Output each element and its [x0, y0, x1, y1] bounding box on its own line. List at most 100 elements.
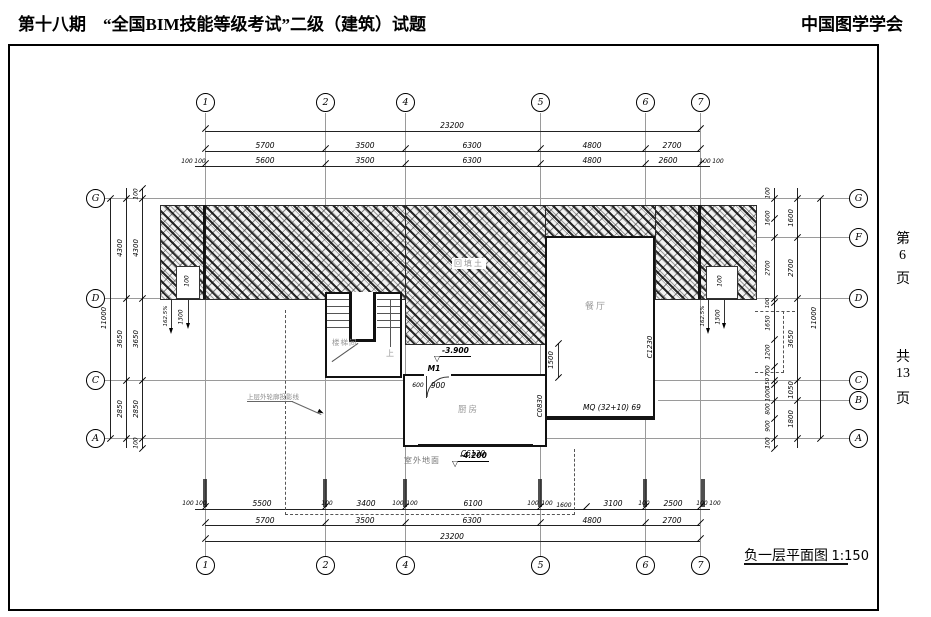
total-label-1: 共: [896, 350, 910, 365]
dim-bottom-minor: 2500: [663, 499, 683, 508]
total-number: 13: [896, 366, 910, 381]
grid-bubble-bottom-5: 5: [531, 556, 550, 575]
dim-top-minor: 100: [712, 158, 724, 165]
dim-right-minor: 900: [764, 420, 772, 432]
stair-tread: [377, 299, 400, 300]
dim-top: 6300: [462, 141, 482, 150]
stair-tread: [327, 327, 349, 328]
grid-bubble-bottom-1: 1: [196, 556, 215, 575]
grid-bubble-bottom-6: 6: [636, 556, 655, 575]
dim-top: 5700: [255, 141, 275, 150]
well-left-width: 100: [183, 275, 191, 287]
dim-line: [195, 502, 710, 511]
dim-bottom-minor: 3400: [356, 499, 376, 508]
dim-right: 1800: [787, 410, 795, 428]
upper-outline-dash: [755, 372, 784, 373]
dim-bottom-minor: 100: [541, 500, 553, 507]
grid-bubble-right-D: D: [849, 289, 868, 308]
wall-bar: [203, 479, 207, 507]
dim-line: [201, 124, 705, 133]
dim-bottom-overall: 23200: [440, 532, 464, 541]
drawing-title-name: 负一层平面图: [744, 549, 828, 564]
well-right-width: 100: [716, 275, 724, 287]
page-label-2: 页: [896, 272, 910, 287]
grid-bubble-left-A: A: [86, 429, 105, 448]
dim-line: [770, 188, 779, 453]
dim-top-minor: 4800: [582, 156, 602, 165]
stair-tread: [377, 313, 400, 314]
dining-label: 餐厅: [585, 301, 608, 311]
drawing-title: 负一层平面图 1:150: [744, 545, 869, 565]
dim-bottom-minor: 100: [321, 500, 333, 507]
dining-dim-1500: 1500: [547, 351, 555, 369]
organization-name: 中国图学学会: [801, 15, 903, 34]
dim-top-minor: 5600: [255, 156, 275, 165]
stair-tread: [377, 320, 400, 321]
dim-line: [201, 518, 705, 527]
dim-bottom: 3500: [355, 516, 375, 525]
door-opening: [424, 372, 451, 379]
door-swing-arc: [426, 376, 450, 398]
slope-dim-line: [724, 300, 725, 325]
grid-axis-7: [700, 113, 701, 556]
page-number: 6: [899, 248, 906, 263]
slope-right-value: 162.5%: [700, 305, 706, 327]
dim-left-minor: 4300: [132, 239, 140, 257]
grid-axis-B: [658, 400, 849, 401]
dim-left-minor: 100: [132, 188, 140, 200]
outdoor-ground-label: 室外地面: [404, 456, 440, 465]
dim-bottom-minor: 100: [392, 500, 404, 507]
dim-bottom: 2700: [662, 516, 682, 525]
dim-bottom-minor: 100: [182, 500, 194, 507]
upper-outline-dash: [783, 311, 784, 373]
dim-right-minor: 2700: [764, 260, 772, 276]
stair-tread: [377, 306, 400, 307]
dining-dim-line: [558, 343, 559, 378]
dim-top-minor: 100: [181, 158, 193, 165]
dim-left: 3650: [116, 330, 124, 348]
door-dim-600: 600: [412, 382, 424, 389]
dim-right-minor: 1650: [764, 315, 772, 331]
arrow-down-icon: [186, 323, 190, 329]
upper-outline-dash: [285, 310, 286, 515]
dim-top-minor: 100: [699, 158, 711, 165]
dim-top: 2700: [662, 141, 682, 150]
grid-bubble-top-6: 6: [636, 93, 655, 112]
slope-dim-line: [708, 300, 709, 330]
wall-bar: [403, 479, 407, 507]
dim-right: 1050: [787, 381, 795, 399]
grid-axis-1: [205, 113, 206, 556]
upper-outline-dash: [574, 449, 575, 515]
dim-left-minor: 2850: [132, 400, 140, 418]
stair-tread: [327, 299, 349, 300]
wall-bar: [538, 479, 542, 507]
upper-outline-dash: [285, 514, 575, 515]
grid-bubble-left-G: G: [86, 189, 105, 208]
grid-bubble-bottom-2: 2: [316, 556, 335, 575]
basement-level: -3.900: [440, 346, 471, 357]
stair-up-label: 上: [386, 349, 394, 358]
grid-bubble-top-7: 7: [691, 93, 710, 112]
upper-outline-note: 上层外轮廓投影线: [247, 394, 299, 401]
curtain-wall-band: [545, 416, 655, 420]
total-label-2: 页: [896, 392, 910, 407]
dim-bottom-minor: 1600: [556, 502, 572, 509]
grid-axis-G: [105, 198, 849, 199]
dim-right-overall: 11000: [810, 306, 818, 330]
grid-bubble-top-2: 2: [316, 93, 335, 112]
arrow-down-icon: [169, 328, 173, 334]
leader-line: [247, 401, 293, 402]
grid-bubble-left-D: D: [86, 289, 105, 308]
grid-bubble-top-5: 5: [531, 93, 550, 112]
dim-top: 4800: [582, 141, 602, 150]
level-triangle-icon: ▽: [452, 459, 459, 468]
dim-top: 3500: [355, 141, 375, 150]
door-tag: M1: [427, 364, 441, 373]
dim-right-minor: 100: [765, 297, 771, 309]
stair-tread: [377, 327, 400, 328]
slope-left-value: 162.5%: [163, 305, 169, 327]
dim-line: [793, 188, 802, 448]
grid-bubble-bottom-7: 7: [691, 556, 710, 575]
dim-left-minor: 100: [132, 437, 140, 449]
